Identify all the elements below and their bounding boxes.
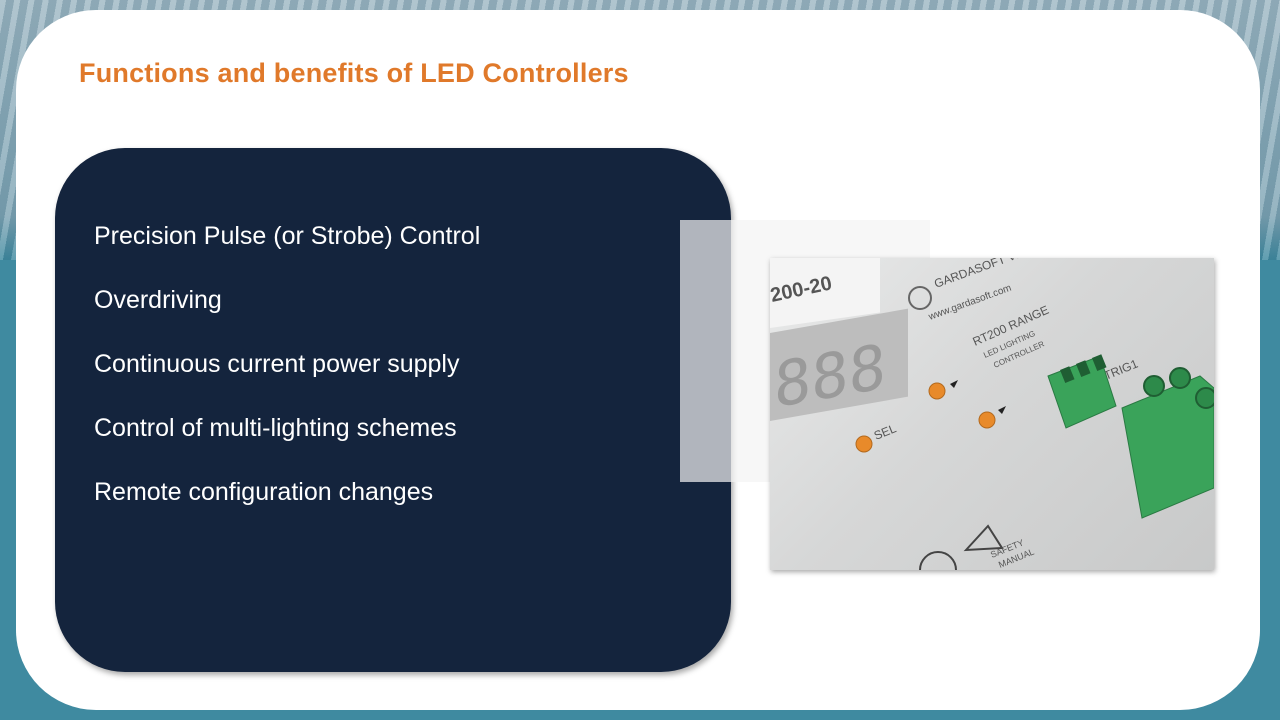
brand-text: GARDASOFT VISION — [932, 258, 1048, 291]
warning-triangle-icon — [963, 524, 1004, 552]
screw-terminal-icon — [1143, 375, 1165, 397]
brand-logo-icon — [908, 286, 932, 310]
device-illustration: 200-20 GARDASOFT VISION www.gardasoft.co… — [770, 258, 1214, 570]
bullet-item: Overdriving — [94, 286, 222, 314]
bullet-item: Precision Pulse (or Strobe) Control — [94, 222, 481, 250]
content-panel: Precision Pulse (or Strobe) Control Over… — [55, 148, 731, 672]
model-label-plate — [770, 258, 880, 328]
connector-pin — [1076, 360, 1091, 377]
screw-terminal-icon — [1169, 367, 1191, 389]
screw-terminal-icon — [1195, 387, 1214, 409]
bullet-item: Continuous current power supply — [94, 350, 460, 378]
up-led-icon — [928, 382, 946, 400]
slide-title: Functions and benefits of LED Controller… — [79, 58, 629, 88]
sel-led-icon — [855, 435, 873, 453]
bullet-item: Remote configuration changes — [94, 478, 434, 506]
down-arrow-icon — [998, 406, 1006, 414]
bullet-list: Precision Pulse (or Strobe) Control Over… — [94, 220, 480, 540]
seven-segment-display — [770, 308, 908, 421]
connector-pin — [1092, 354, 1107, 371]
up-arrow-icon — [950, 380, 958, 388]
led-controller-photo: 200-20 GARDASOFT VISION www.gardasoft.co… — [770, 258, 1214, 570]
ce-mark-icon — [919, 551, 957, 570]
sel-label: SEL — [872, 421, 899, 443]
bullet-item: Control of multi-lighting schemes — [94, 414, 457, 442]
down-led-icon — [978, 411, 996, 429]
connector-pin — [1059, 366, 1075, 383]
